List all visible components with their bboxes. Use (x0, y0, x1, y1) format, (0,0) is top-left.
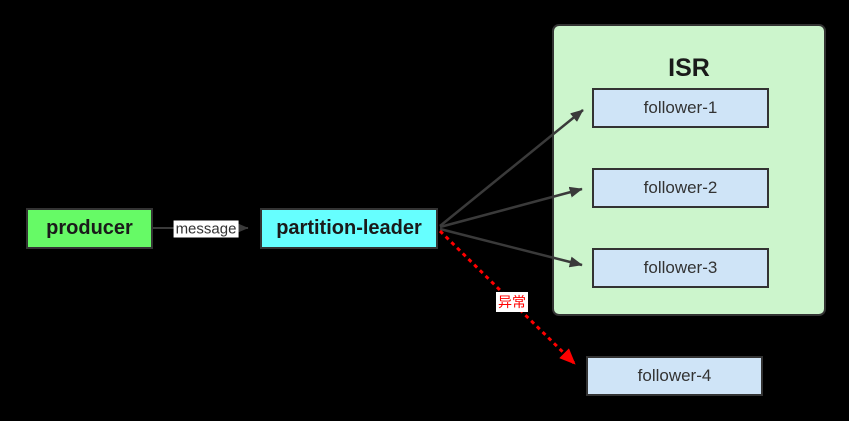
message-edge-label: message (173, 220, 239, 238)
partition-leader-node: partition-leader (260, 208, 438, 249)
follower-2-label: follower-2 (643, 178, 718, 197)
partition-leader-label: partition-leader (276, 217, 422, 239)
follower-3-label: follower-3 (643, 258, 718, 277)
isr-group-title: ISR (668, 54, 710, 82)
follower-2-node: follower-2 (592, 168, 769, 208)
producer-label: producer (46, 217, 133, 239)
follower-4-label: follower-4 (637, 366, 712, 385)
exception-edge-label: 异常 (496, 292, 528, 312)
producer-node: producer (26, 208, 153, 249)
follower-1-node: follower-1 (592, 88, 769, 128)
follower-4-node: follower-4 (586, 356, 763, 396)
follower-1-label: follower-1 (643, 98, 718, 117)
follower-3-node: follower-3 (592, 248, 769, 288)
